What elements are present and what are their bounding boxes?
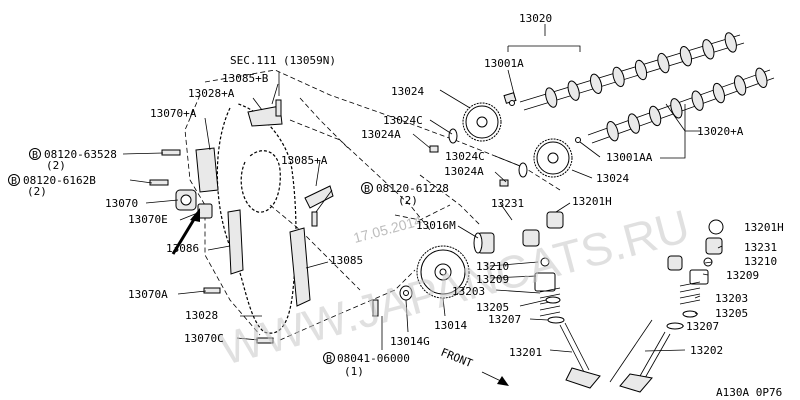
cam-lobe: [755, 67, 768, 88]
cam-lobe: [679, 46, 692, 67]
figure-code: A130A 0P76: [716, 386, 782, 399]
label-08041-06000: 08041-06000: [337, 352, 410, 365]
label-13024-right: 13024: [596, 172, 629, 185]
label-13085-plus-a: 13085+A: [281, 154, 328, 167]
cam-sprocket-upper: [462, 102, 502, 142]
cam-lobe: [612, 66, 625, 88]
cam-lobe: [702, 39, 715, 60]
crank-sprocket: [416, 245, 470, 299]
label-13210-right: 13210: [744, 255, 777, 268]
label-13070: 13070: [105, 197, 138, 210]
label-08120-63528-qty: (2): [46, 159, 66, 172]
label-13020-plus-a: 13020+A: [697, 125, 744, 138]
label-08120-63528: 08120-63528: [44, 148, 117, 161]
label-13085-plus-b: 13085+B: [222, 72, 269, 85]
chain-loop-upper: [240, 150, 281, 213]
tensioner-13070: [175, 189, 213, 219]
label-13085: 13085: [330, 254, 363, 267]
label-13231-right: 13231: [744, 241, 777, 254]
chain-guide-13085B: [247, 105, 283, 127]
sprocket-washers: [399, 128, 528, 301]
label-13001AA: 13001AA: [606, 151, 653, 164]
tensioner-arrow: [171, 208, 200, 255]
label-13201H-left: 13201H: [572, 195, 612, 208]
label-13231-left: 13231: [491, 197, 524, 210]
label-08120-61228: 08120-61228: [376, 182, 449, 195]
label-13201H-right: 13201H: [744, 221, 784, 234]
valve-stack-left: [522, 211, 601, 389]
crank-key-block: [473, 232, 495, 254]
label-13202: 13202: [690, 344, 723, 357]
watermark-date: 17.05.2014: [352, 212, 424, 246]
label-front: FRONT: [439, 346, 475, 371]
front-arrow: [481, 371, 509, 386]
part-labels: 13020 13001A SEC.111 (13059N) 13085+B 13…: [23, 12, 784, 399]
label-13028: 13028: [185, 309, 218, 322]
bolt-markers: B B B B: [8, 148, 373, 365]
cam-lobe: [724, 32, 737, 53]
label-13207-right: 13207: [686, 320, 719, 333]
cam-sprocket-lower: [533, 138, 573, 178]
bolt-marker-1: B: [32, 150, 38, 161]
bolt-marker-4: B: [326, 354, 332, 365]
label-13203-right: 13203: [715, 292, 748, 305]
cam-lobe: [567, 80, 580, 101]
label-13001A: 13001A: [484, 57, 524, 70]
cam-lobe: [734, 75, 747, 96]
cam-lobe: [627, 113, 640, 134]
label-13209-right: 13209: [726, 269, 759, 282]
label-08120-6162B-qty: (2): [27, 185, 47, 198]
cam-lobe: [691, 90, 704, 111]
cam-lobe: [590, 73, 603, 94]
chain-guide-13085: [289, 227, 311, 307]
bolt-marker-3: B: [364, 184, 370, 195]
label-08120-6162B: 08120-6162B: [23, 174, 96, 187]
cam-lobe: [634, 59, 648, 81]
cam-lobe: [545, 87, 558, 108]
cam-lobe: [670, 98, 683, 119]
cam-lobe: [649, 105, 662, 127]
label-13210-left: 13210: [476, 260, 509, 273]
label-13016M: 13016M: [416, 219, 456, 232]
label-13024-top: 13024: [391, 85, 424, 98]
chain-guide-13085A: [304, 185, 334, 209]
label-13024C-2: 13024C: [445, 150, 485, 163]
cam-lobe: [657, 52, 670, 74]
label-13014G: 13014G: [390, 335, 430, 348]
label-13014: 13014: [434, 319, 467, 332]
label-13028-plus-a: 13028+A: [188, 87, 235, 100]
label-13205-left: 13205: [476, 301, 509, 314]
label-13070C: 13070C: [184, 332, 224, 345]
tensioner-13070A-plus: [195, 147, 219, 193]
valve-stack-right: [609, 219, 724, 393]
label-13205-right: 13205: [715, 307, 748, 320]
label-08120-61228-qty: (2): [398, 194, 418, 207]
cam-lobe: [712, 82, 725, 104]
label-13070E: 13070E: [128, 213, 168, 226]
label-sec111: SEC.111 (13059N): [230, 54, 336, 67]
label-13070-plus-a: 13070+A: [150, 107, 197, 120]
label-13201: 13201: [509, 346, 542, 359]
camshaft-lower: [575, 67, 775, 144]
label-13024C-1: 13024C: [383, 114, 423, 127]
bolt-marker-2: B: [11, 176, 17, 187]
label-08041-06000-qty: (1): [344, 365, 364, 378]
camshaft-upper: [503, 32, 745, 111]
timing-chain: [216, 103, 297, 334]
label-13207-left: 13207: [488, 313, 521, 326]
bolts: [149, 99, 379, 344]
label-13024A-2: 13024A: [444, 165, 484, 178]
chain-guide-13086: [227, 209, 244, 275]
label-13070A: 13070A: [128, 288, 168, 301]
label-13020: 13020: [519, 12, 552, 25]
label-13024A-1: 13024A: [361, 128, 401, 141]
label-13209-left: 13209: [476, 273, 509, 286]
cam-lobe: [606, 121, 619, 142]
label-13203-left: 13203: [452, 285, 485, 298]
label-13086: 13086: [166, 242, 199, 255]
